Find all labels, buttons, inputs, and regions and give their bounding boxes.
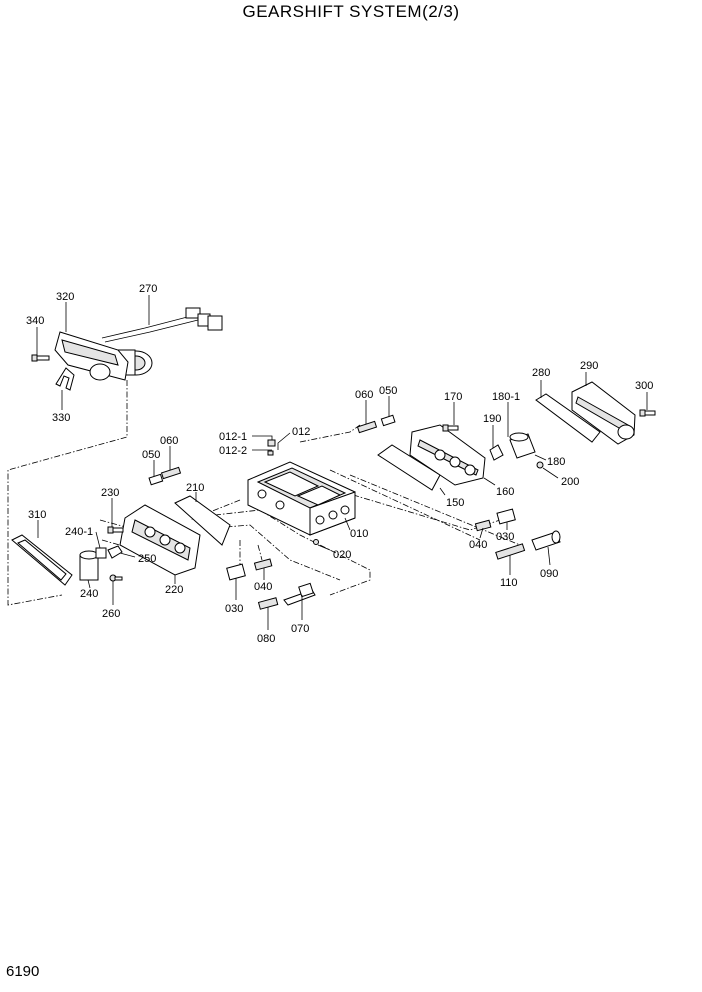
bolt-300 [639, 409, 656, 417]
callout-060-left: 060 [160, 435, 178, 447]
callout-330: 330 [52, 412, 70, 424]
cover-320 [54, 331, 129, 381]
callout-170: 170 [444, 391, 462, 403]
callout-050-left: 050 [142, 449, 160, 461]
bolt-230 [107, 526, 124, 534]
callout-150: 150 [446, 497, 464, 509]
callout-340: 340 [26, 315, 44, 327]
plate-160 [409, 424, 486, 486]
spring-040-right [474, 519, 492, 532]
callout-220: 220 [165, 584, 183, 596]
spring-060-left [160, 466, 182, 480]
leader-lines [36, 295, 648, 630]
callout-310: 310 [28, 509, 46, 521]
callout-240: 240 [80, 588, 98, 600]
plug-050-left [148, 473, 164, 486]
plug-012-2 [267, 450, 274, 456]
screw-260 [109, 574, 123, 582]
valve-070 [283, 582, 316, 606]
callout-070: 070 [291, 623, 309, 635]
callout-180-1: 180-1 [492, 391, 520, 403]
callout-280: 280 [532, 367, 550, 379]
callout-012-1: 012-1 [219, 431, 247, 443]
callout-040-lower: 040 [254, 581, 272, 593]
clip-330 [55, 367, 75, 391]
plate-220 [119, 504, 201, 576]
clip-190 [489, 444, 504, 461]
callout-110: 110 [500, 577, 518, 589]
callout-090: 090 [540, 568, 558, 580]
callout-230: 230 [101, 487, 119, 499]
bolt-340 [31, 354, 50, 362]
callout-040-right: 040 [469, 539, 487, 551]
solenoid-180 [509, 432, 536, 459]
callout-010: 010 [350, 528, 368, 540]
spring-110 [495, 543, 526, 560]
callout-320: 320 [56, 291, 74, 303]
callout-020: 020 [333, 549, 351, 561]
spring-080 [257, 597, 279, 610]
callout-060-upper: 060 [355, 389, 373, 401]
callout-080: 080 [257, 633, 275, 645]
plug-030-lower [226, 563, 246, 581]
callout-180: 180 [547, 456, 565, 468]
callout-290: 290 [580, 360, 598, 372]
page-number: 6190 [6, 963, 40, 980]
callout-030-right: 030 [496, 531, 514, 543]
callout-012: 012 [292, 426, 310, 438]
clip-250 [107, 545, 123, 559]
solenoid-240 [79, 547, 107, 581]
callout-240-1: 240-1 [65, 526, 93, 538]
screw-200 [536, 461, 544, 469]
cover-290 [571, 381, 636, 445]
plug-012-1 [267, 439, 276, 447]
valve-body-010 [247, 461, 356, 536]
ball-020 [313, 539, 319, 545]
callout-050-upper: 050 [379, 385, 397, 397]
callout-270: 270 [139, 283, 157, 295]
piston-090 [531, 530, 561, 551]
gasket-280 [535, 393, 601, 443]
callout-210: 210 [186, 482, 204, 494]
callout-labels: 320 270 340 330 060 050 170 180-1 280 29… [26, 283, 653, 645]
callout-250: 250 [138, 553, 156, 565]
callout-190: 190 [483, 413, 501, 425]
callout-300: 300 [635, 380, 653, 392]
gasket-210 [174, 495, 231, 546]
plug-050-upper [380, 414, 396, 427]
bolt-170 [442, 424, 459, 432]
spring-060-upper [356, 420, 378, 434]
gasket-310 [11, 534, 73, 586]
plug-030-right [496, 508, 516, 525]
callout-160: 160 [496, 486, 514, 498]
page-title: GEARSHIFT SYSTEM(2/3) [242, 2, 460, 21]
callout-012-2: 012-2 [219, 445, 247, 457]
spring-040-lower [253, 558, 273, 571]
callout-260: 260 [102, 608, 120, 620]
callout-030-lower: 030 [225, 603, 243, 615]
callout-200: 200 [561, 476, 579, 488]
